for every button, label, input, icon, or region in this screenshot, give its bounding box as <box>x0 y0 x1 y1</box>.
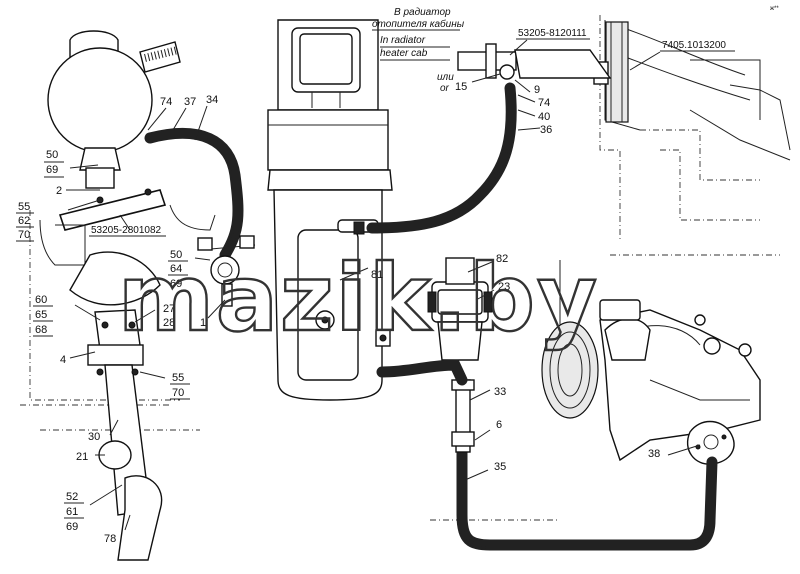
watermark: mazik.by <box>118 245 599 352</box>
callout-33: 33 <box>494 386 506 398</box>
callout-50: 50 <box>46 149 58 161</box>
callout-74-b: 74 <box>538 97 550 109</box>
callout-74: 74 <box>160 96 172 108</box>
annotation-en-line2: heater cab <box>380 48 428 59</box>
expansion-tank <box>47 30 181 189</box>
part-number-53205-2801082: 53205-2801082 <box>91 225 162 236</box>
pipe-33 <box>451 379 475 453</box>
callout-61: 61 <box>66 506 78 518</box>
callout-69-c: 69 <box>66 521 78 533</box>
water-pump <box>541 299 761 462</box>
pre-heater-unit <box>267 19 393 401</box>
callout-82: 82 <box>496 253 508 265</box>
callout-70: 70 <box>18 229 30 241</box>
pipe-heater-pump <box>376 359 468 386</box>
callout-30: 30 <box>88 431 100 443</box>
annotation-en-line1: In radiator <box>380 35 426 46</box>
hose-35 <box>456 444 718 551</box>
drain-cock <box>197 235 256 307</box>
funnel-assembly <box>69 251 163 561</box>
circulation-pump <box>427 257 493 361</box>
callout-37: 37 <box>184 96 196 108</box>
callout-15: 15 <box>455 81 467 93</box>
callout-69-b: 69 <box>170 278 182 290</box>
callout-78: 78 <box>104 533 116 545</box>
callout-81: 81 <box>371 269 383 281</box>
callout-27: 27 <box>163 303 175 315</box>
callout-9: 9 <box>534 84 540 96</box>
callout-60: 60 <box>35 294 47 306</box>
annotation-radiator: В радиатор отопителя кабины In radiator … <box>372 7 465 94</box>
callout-55: 55 <box>18 201 30 213</box>
callout-23: 23 <box>498 281 510 293</box>
callout-50-b: 50 <box>170 249 182 261</box>
callout-1: 1 <box>200 317 206 329</box>
or-ru-label: или <box>437 72 454 83</box>
callout-70-b: 70 <box>172 387 184 399</box>
corner-mark: ж** <box>770 6 779 12</box>
callout-65: 65 <box>35 309 47 321</box>
part-number-53205-8120111: 53205-8120111 <box>518 28 587 39</box>
callout-4: 4 <box>60 354 66 366</box>
callouts: 74 37 34 50 69 2 55 62 70 50 64 69 1 60 … <box>16 81 660 545</box>
callout-36: 36 <box>540 124 552 136</box>
callout-35: 35 <box>494 461 506 473</box>
callout-62: 62 <box>18 215 30 227</box>
callout-28: 28 <box>163 317 175 329</box>
or-en-label: or <box>440 83 450 94</box>
callout-21: 21 <box>76 451 88 463</box>
callout-38: 38 <box>648 448 660 460</box>
annotation-ru-line2: отопителя кабины <box>372 18 465 30</box>
part-number-7405: 7405.1013200 <box>662 40 726 51</box>
hose-36 <box>366 82 517 234</box>
outlet-flange-38 <box>686 420 735 465</box>
callout-68: 68 <box>35 324 47 336</box>
callout-34: 34 <box>206 94 218 106</box>
annotation-ru-line1: В радиатор <box>394 7 451 18</box>
callout-40: 40 <box>538 111 550 123</box>
callout-6: 6 <box>496 419 502 431</box>
leader-lines <box>66 39 701 531</box>
tank-bracket <box>39 188 216 266</box>
callout-55-b: 55 <box>172 372 184 384</box>
callout-69: 69 <box>46 164 58 176</box>
callout-64: 64 <box>170 263 182 275</box>
pipe-to-radiator <box>457 43 612 80</box>
callout-52: 52 <box>66 491 78 503</box>
hose-34 <box>144 127 244 261</box>
callout-2: 2 <box>56 185 62 197</box>
